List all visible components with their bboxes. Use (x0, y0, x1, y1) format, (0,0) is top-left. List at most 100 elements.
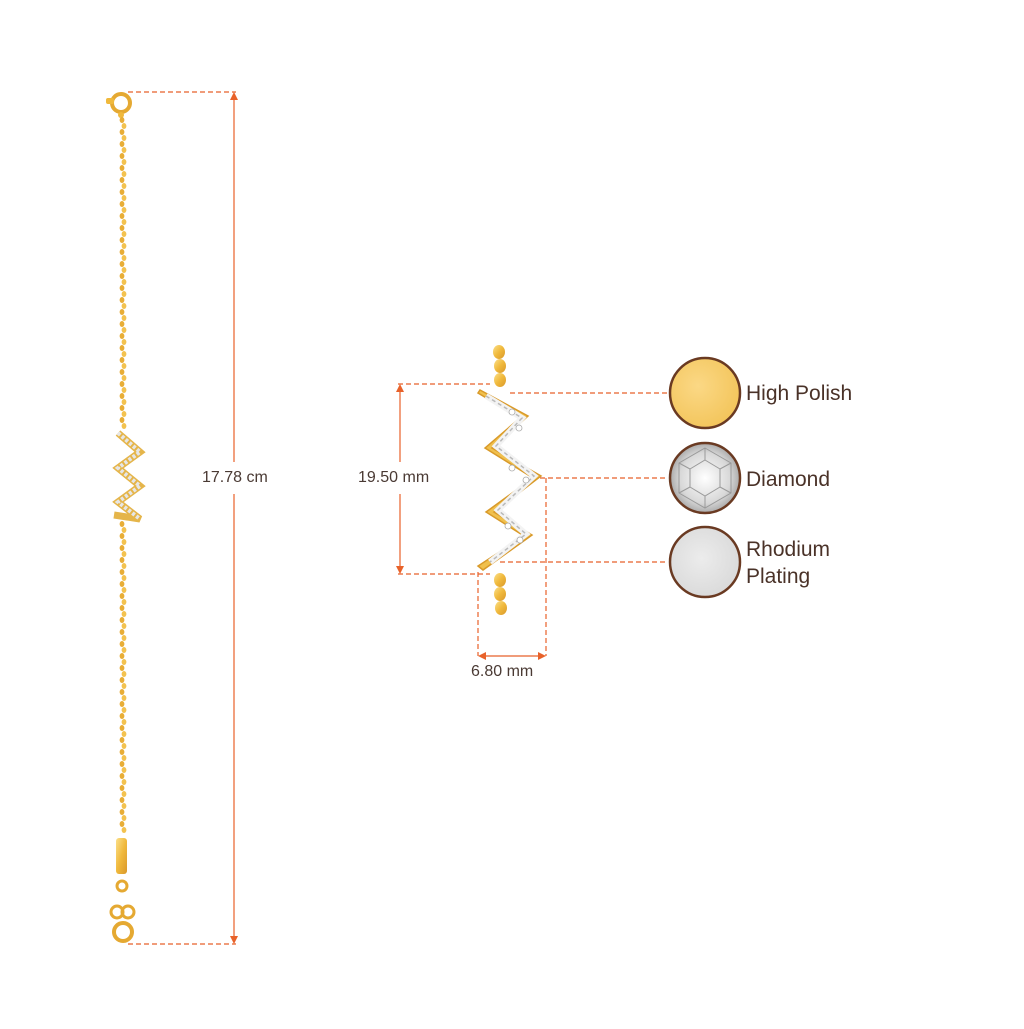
pendant-width-label: 6.80 mm (471, 663, 534, 680)
chain-bead (119, 785, 125, 791)
chain-bead (121, 587, 127, 593)
pendant-height-label: 19.50 mm (358, 469, 430, 486)
pendant-width-dimension-line (477, 478, 547, 660)
pendant-chain-bead (494, 373, 506, 387)
chain-bead (121, 195, 127, 201)
chain-bead (121, 339, 127, 345)
chain-bead (121, 171, 127, 177)
chain-bead (119, 393, 125, 399)
rhodium-swatch-icon (668, 525, 742, 599)
chain-bead (119, 629, 125, 635)
chain-bead (119, 417, 125, 423)
chain-bead (119, 557, 125, 563)
pendant-zigzag-icon (476, 389, 543, 571)
chain-bead (121, 375, 127, 381)
chain-bead (119, 129, 125, 135)
pendant-chain-bead (493, 345, 505, 359)
chain-bead (119, 641, 125, 647)
chain-bead (119, 309, 125, 315)
chain-bead (121, 387, 127, 393)
pendant-height-dimension-line (396, 383, 490, 575)
chain-bead (121, 599, 127, 605)
chain-bead (121, 327, 127, 333)
end-rings-icon (109, 879, 136, 943)
legend-swatches (668, 356, 742, 599)
chain-bead (119, 177, 125, 183)
gold-swatch-icon (668, 356, 742, 430)
pendant-chain-bead (495, 601, 507, 615)
chain-bead (119, 773, 125, 779)
chain-bead (121, 803, 127, 809)
chain-bead (121, 159, 127, 165)
chain-bead (121, 683, 127, 689)
chain-bead (119, 809, 125, 815)
legend-label-rhodium-line1: Rhodium (746, 538, 831, 561)
chain-bead (119, 285, 125, 291)
pendant-chain-bead (494, 359, 506, 373)
chain-bead (121, 623, 127, 629)
chain-bead (121, 123, 127, 129)
bracelet-illustration (106, 91, 238, 945)
chain-bead (121, 363, 127, 369)
zigzag-charm-icon (112, 430, 146, 523)
chain-bead (121, 231, 127, 237)
chain-bead (121, 291, 127, 297)
chain-bead (121, 791, 127, 797)
chain-bead (121, 719, 127, 725)
chain-bead (121, 135, 127, 141)
chain-bead (121, 267, 127, 273)
chain-bead (121, 767, 127, 773)
pendant-chain (493, 345, 507, 615)
chain-bead (121, 527, 127, 533)
chain-bead (121, 255, 127, 261)
length-dimension-line (128, 91, 238, 945)
chain-bead (121, 399, 127, 405)
chain-bead (119, 797, 125, 803)
chain-bead (121, 647, 127, 653)
chain-bead (119, 405, 125, 411)
chain-bead (121, 423, 127, 429)
pendant-chain-bead (494, 573, 506, 587)
chain-bead (121, 303, 127, 309)
legend-label-rhodium-plating: Rhodium Plating (746, 536, 830, 590)
chain-bead (119, 273, 125, 279)
chain-bead (119, 165, 125, 171)
chain-bead (121, 707, 127, 713)
chain-bead (121, 743, 127, 749)
chain-bead (119, 117, 125, 123)
chain-bead (121, 755, 127, 761)
chain-bead (119, 533, 125, 539)
chain-bead (121, 279, 127, 285)
chain-lower (119, 521, 127, 833)
chain-bead (119, 725, 125, 731)
chain-bead (119, 689, 125, 695)
chain-bead (119, 653, 125, 659)
chain-bead (121, 147, 127, 153)
chain-bead (119, 737, 125, 743)
diamond-swatch-icon (668, 441, 742, 515)
chain-bead (119, 381, 125, 387)
chain-bead (121, 563, 127, 569)
chain-bead (119, 225, 125, 231)
chain-bead (121, 731, 127, 737)
chain-bead (119, 201, 125, 207)
chain-bead (119, 545, 125, 551)
chain-bead (121, 539, 127, 545)
chain-bead (119, 593, 125, 599)
chain-bead (121, 695, 127, 701)
chain-bead (121, 411, 127, 417)
chain-bead (119, 821, 125, 827)
chain-bead (119, 357, 125, 363)
chain-bead (119, 617, 125, 623)
chain-bead (121, 315, 127, 321)
chain-bead (119, 321, 125, 327)
chain-bead (119, 261, 125, 267)
chain-bead (121, 207, 127, 213)
legend-label-rhodium-line2: Plating (746, 565, 811, 588)
pendant-closeup-illustration (396, 345, 668, 660)
chain-bead (119, 345, 125, 351)
chain-bead (121, 815, 127, 821)
chain-bead (119, 749, 125, 755)
chain-bead (119, 605, 125, 611)
